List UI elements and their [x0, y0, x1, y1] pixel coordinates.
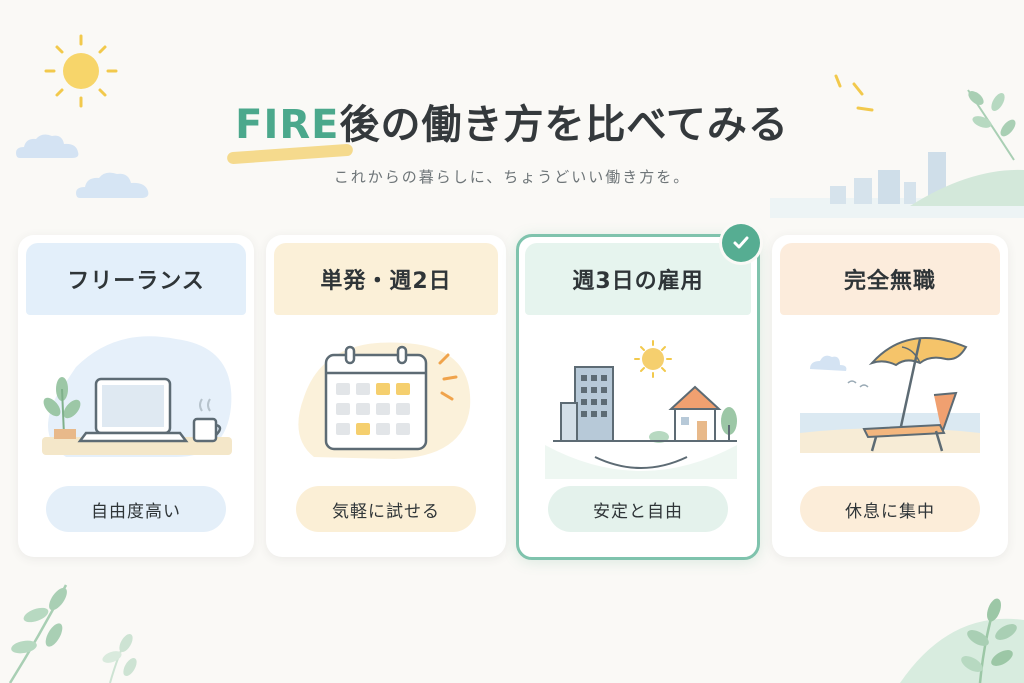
beach-umbrella-icon: [800, 337, 980, 453]
card-tag: 安定と自由: [548, 486, 728, 532]
leaves-icon: [900, 598, 1024, 683]
page-header: FIRE後の働き方を比べてみる: [0, 92, 1024, 150]
city-and-house-icon: [545, 340, 737, 479]
laptop-icon: [42, 336, 232, 457]
card-title: 週3日の雇用: [525, 243, 751, 315]
page-subtitle: これからの暮らしに、ちょうどいい働き方を。: [333, 168, 691, 186]
option-card-3day-employment[interactable]: 週3日の雇用 安定と自由: [516, 234, 760, 560]
card-title: 単発・週2日: [274, 243, 498, 315]
option-card-part-time[interactable]: 単発・週2日 気軽に試せる: [266, 235, 506, 557]
leaves-icon: [8, 584, 137, 683]
selected-check-icon: [722, 224, 760, 262]
title-highlight: FIRE: [235, 102, 340, 148]
card-tag: 休息に集中: [800, 486, 980, 532]
card-title: フリーランス: [26, 243, 246, 315]
city-skyline-icon: [770, 152, 1024, 218]
page-title: FIRE後の働き方を比べてみる: [235, 92, 789, 150]
sparkle-lines-icon: [834, 74, 874, 112]
cloud-icon: [16, 134, 79, 158]
card-title: 完全無職: [780, 243, 1000, 315]
card-tag: 自由度高い: [46, 486, 226, 532]
title-rest: 後の働き方を比べてみる: [339, 102, 789, 148]
sun-icon: [44, 34, 118, 108]
calendar-icon: [298, 342, 471, 459]
option-card-fully-retired[interactable]: 完全無職 休息に集中: [772, 235, 1008, 557]
leaves-icon: [967, 89, 1016, 161]
card-tag: 気軽に試せる: [296, 486, 476, 532]
option-card-freelance[interactable]: フリーランス 自由度高い: [18, 235, 254, 557]
cloud-icon: [76, 172, 149, 198]
